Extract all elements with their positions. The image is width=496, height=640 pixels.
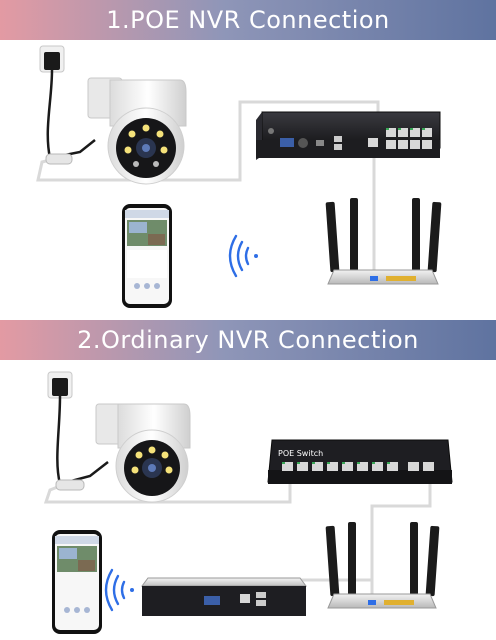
- power-adapter-2: [47, 371, 73, 485]
- poe-switch: POE Switch: [267, 439, 453, 484]
- wifi-icon-2: [104, 568, 134, 612]
- ordinary-nvr: [141, 577, 307, 616]
- power-adapter-1: [39, 45, 65, 159]
- section1-title-text: 1.POE NVR Connection: [106, 6, 390, 34]
- ptz-camera-2: [95, 403, 191, 503]
- ptz-camera-1: [87, 77, 187, 185]
- cable-connector-1: [45, 153, 73, 165]
- section1-title: 1.POE NVR Connection: [0, 0, 496, 40]
- cables-1: [36, 100, 380, 270]
- poe-switch-label: POE Switch: [278, 449, 323, 458]
- cable-connector-2: [55, 479, 85, 491]
- wifi-router-1: [325, 198, 442, 285]
- wifi-router-2: [325, 522, 440, 609]
- section2-title: 2.Ordinary NVR Connection: [0, 320, 496, 360]
- poe-nvr: [256, 111, 441, 160]
- smartphone-1: [122, 204, 172, 308]
- smartphone-2: [52, 530, 102, 634]
- section2-title-text: 2.Ordinary NVR Connection: [77, 326, 419, 354]
- wifi-icon: [228, 234, 258, 278]
